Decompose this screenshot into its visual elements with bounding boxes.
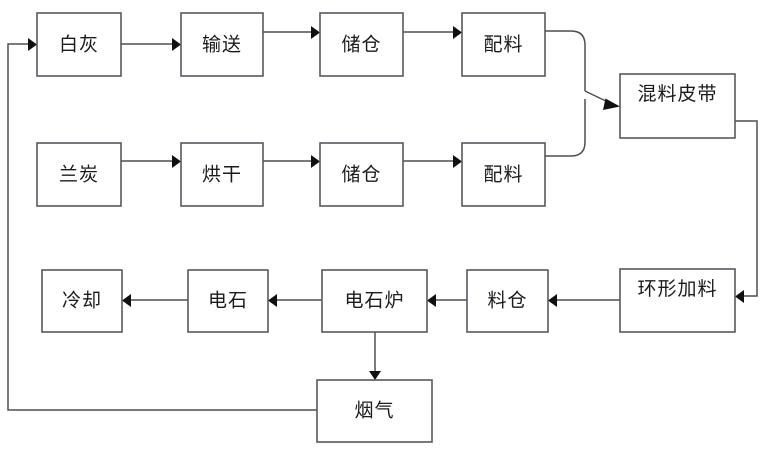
edge-lantan-to-honggan [121,155,181,168]
node-mixing-belt-label: 混料皮带 [637,83,717,105]
node-lantan[interactable]: 兰炭 [36,142,122,207]
node-baihui-label: 白灰 [59,34,99,56]
node-lengque-label: 冷却 [62,290,102,312]
node-dianshilu-label: 电石炉 [344,290,404,312]
node-yanqi[interactable]: 烟气 [316,379,433,443]
node-dianshi-label: 电石 [208,290,248,312]
node-dianshi[interactable]: 电石 [187,269,269,333]
edge-liaocang-to-dianshilu [427,294,467,307]
edge-ring-feeder-to-liaocang [548,294,620,307]
node-liaocang[interactable]: 料仓 [466,269,549,333]
node-ring-feeder-label: 环形加料 [637,278,717,300]
edge-honggan-to-cangcang-lower [263,155,320,168]
node-peiliao-upper-label: 配料 [483,34,523,56]
node-honggan-label: 烘干 [202,164,242,186]
edge-dianshilu-to-dianshi [268,294,322,307]
node-cangcang-upper[interactable]: 储仓 [319,12,404,77]
node-shusong-label: 输送 [202,34,242,56]
edge-feedback-yanqi-to-baihui [7,38,317,411]
node-cangcang-lower-label: 储仓 [341,164,381,186]
node-peiliao-lower-label: 配料 [483,164,523,186]
edge-layer [7,26,758,411]
edge-peiliao-merge-to-mixing-belt [545,30,620,157]
node-dianshilu[interactable]: 电石炉 [321,269,428,333]
node-honggan[interactable]: 烘干 [180,142,264,207]
node-peiliao-upper[interactable]: 配料 [461,12,546,77]
node-peiliao-lower[interactable]: 配料 [461,142,546,207]
edge-mixing-belt-to-ring-feeder [735,120,758,303]
node-yanqi-label: 烟气 [354,400,394,422]
node-ring-feeder[interactable]: 环形加料 [619,268,736,333]
node-lengque[interactable]: 冷却 [41,269,123,333]
node-cangcang-lower[interactable]: 储仓 [319,142,404,207]
node-shusong[interactable]: 输送 [180,12,264,77]
edge-baihui-to-shusong [121,38,181,51]
edge-dianshi-to-lengque [122,294,188,307]
node-baihui[interactable]: 白灰 [36,12,122,77]
node-mixing-belt[interactable]: 混料皮带 [619,73,736,139]
edge-shusong-to-cangcang-upper [263,26,320,39]
edge-cangcang-lower-to-peiliao-lower [403,155,462,168]
edge-dianshilu-to-yanqi [369,332,381,380]
node-lantan-label: 兰炭 [59,164,99,186]
edge-cangcang-upper-to-peiliao-upper [403,26,462,39]
node-layer: 白灰 输送 储仓 配料 混料皮带 兰炭 [36,12,736,443]
node-liaocang-label: 料仓 [487,290,527,312]
node-cangcang-upper-label: 储仓 [341,34,381,56]
